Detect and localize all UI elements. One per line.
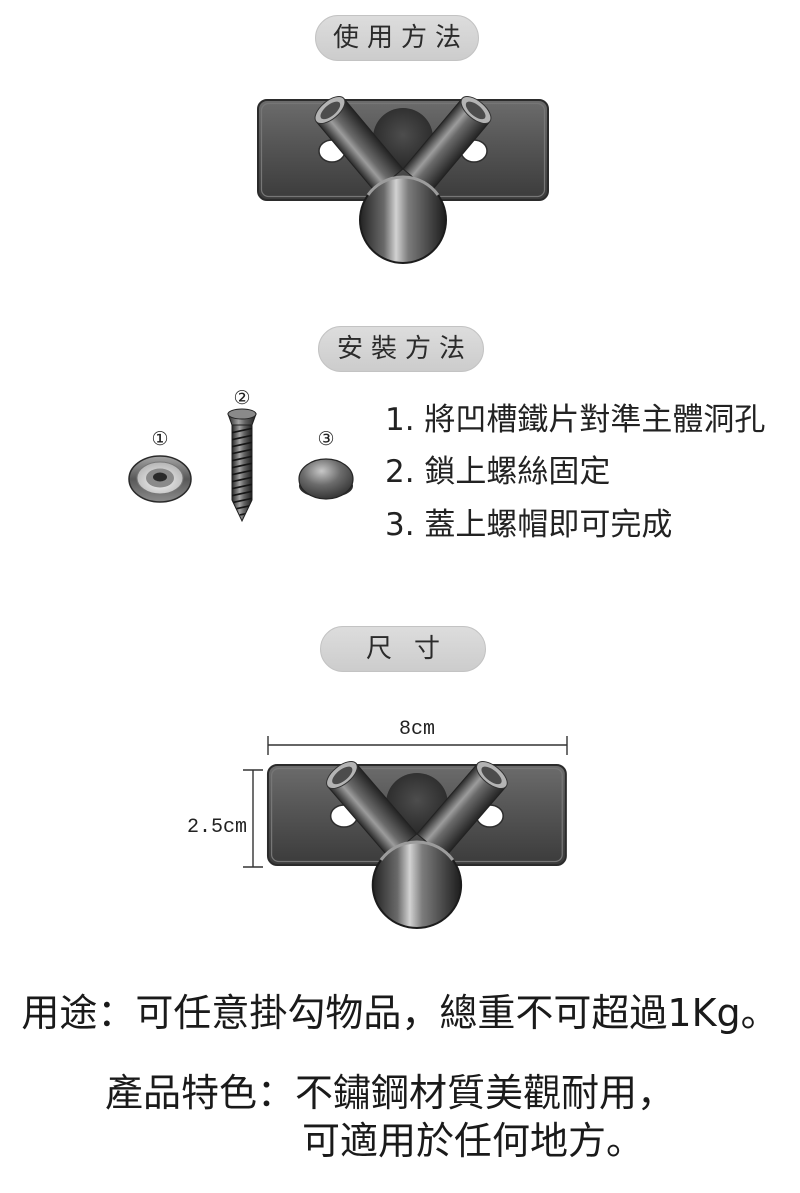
install-step-3: 3. 蓋上螺帽即可完成 [385,507,673,543]
screw-icon [227,408,257,523]
peg-right [416,761,508,858]
part-label-1: ① [151,428,168,450]
usage-description: 用途：可任意掛勾物品，總重不可超過1Kg。 [21,991,779,1035]
install-step-1: 1. 將凹槽鐵片對準主體洞孔 [385,402,766,438]
install-step-2: 2. 鎖上螺絲固定 [385,454,611,490]
height-dimension-line [243,769,263,868]
peg-left [314,96,404,193]
section-title-install: 安裝方法 [318,326,484,372]
knob-rim-highlight [366,175,440,196]
part-label-3: ③ [317,428,334,450]
width-dimension-label: 8cm [399,718,435,741]
hook-icon-dimensioned [266,761,567,929]
height-dimension-label: 2.5cm [187,816,247,839]
screw-cap-icon [298,458,354,500]
features-line-2: 可適用於任何地方。 [302,1119,645,1163]
part-label-2: ② [233,387,250,409]
features-line-1: 產品特色：不鏽鋼材質美觀耐用， [105,1071,676,1115]
section-title-usage: 使用方法 [315,15,479,61]
width-dimension-line [267,736,568,755]
section-title-size: 尺寸 [320,626,486,672]
hook-icon [257,96,549,264]
washer-icon [128,455,192,503]
knob-rim-highlight [379,840,455,861]
peg-right [402,96,492,193]
peg-left [326,761,418,858]
